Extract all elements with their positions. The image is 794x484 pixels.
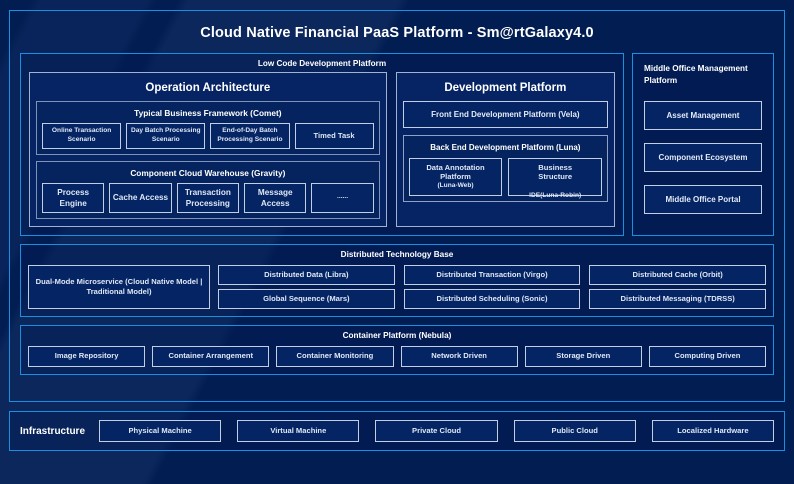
warehouse-item-more[interactable]: ...... — [311, 182, 374, 213]
distributed-technology-base-body: Dual-Mode Microservice (Cloud Native Mod… — [28, 264, 767, 309]
container-item-computing-driven[interactable]: Computing Driven — [648, 345, 767, 367]
distributed-columns: Distributed Data (Libra) Global Sequence… — [218, 264, 767, 309]
warehouse-item-cache-access[interactable]: Cache Access — [109, 182, 172, 213]
container-item-network-driven[interactable]: Network Driven — [400, 345, 518, 367]
container-platform-title: Container Platform (Nebula) — [342, 330, 452, 340]
business-structure-line1: Business — [538, 163, 573, 172]
data-annotation-line2: Platform — [440, 172, 471, 182]
framework-item-day-batch[interactable]: Day Batch Processing Scenario — [126, 123, 206, 149]
distributed-column-1: Distributed Data (Libra) Global Sequence… — [218, 264, 395, 309]
component-cloud-warehouse-title: Component Cloud Warehouse (Gravity) — [130, 167, 286, 178]
distributed-column-2: Distributed Transaction (Virgo) Distribu… — [403, 264, 581, 309]
infrastructure-panel: Infrastructure Physical Machine Virtual … — [9, 411, 785, 451]
container-item-container-arrangement[interactable]: Container Arrangement — [152, 345, 270, 367]
infrastructure-items: Physical Machine Virtual Machine Private… — [99, 420, 775, 442]
framework-item-end-of-day-batch[interactable]: End-of-Day Batch Processing Scenario — [210, 123, 290, 149]
middle-office-item-component-ecosystem[interactable]: Component Ecosystem — [644, 142, 762, 172]
infrastructure-item-physical-machine[interactable]: Physical Machine — [99, 420, 222, 442]
data-annotation-line3: (Luna-Web) — [437, 181, 474, 189]
middle-office-management-platform: Middle Office Management Platform Asset … — [632, 53, 774, 236]
framework-item-online-transaction[interactable]: Online Transaction Scenario — [42, 123, 122, 149]
distributed-technology-base-title: Distributed Technology Base — [340, 249, 454, 259]
back-end-development-platform-section: Back End Development Platform (Luna) Dat… — [402, 135, 608, 202]
component-cloud-warehouse-items: Process Engine Cache Access Transaction … — [42, 182, 374, 213]
warehouse-item-process-engine[interactable]: Process Engine — [42, 182, 105, 213]
distributed-item-distributed-cache[interactable]: Distributed Cache (Orbit) — [589, 264, 767, 285]
dual-mode-microservice-wrapper: Dual-Mode Microservice (Cloud Native Mod… — [28, 264, 210, 309]
main-platform-panel: Cloud Native Financial PaaS Platform - S… — [9, 10, 785, 402]
dual-mode-microservice-box[interactable]: Dual-Mode Microservice (Cloud Native Mod… — [28, 264, 210, 309]
middle-office-item-asset-management[interactable]: Asset Management — [644, 100, 762, 130]
middle-office-item-middle-office-portal[interactable]: Middle Office Portal — [644, 184, 762, 214]
component-cloud-warehouse-section: Component Cloud Warehouse (Gravity) Proc… — [36, 160, 380, 219]
distributed-item-distributed-transaction[interactable]: Distributed Transaction (Virgo) — [403, 264, 581, 285]
infrastructure-item-private-cloud[interactable]: Private Cloud — [375, 420, 498, 442]
distributed-item-distributed-messaging[interactable]: Distributed Messaging (TDRSS) — [589, 288, 767, 309]
distributed-item-distributed-scheduling[interactable]: Distributed Scheduling (Sonic) — [403, 288, 581, 309]
framework-item-timed-task[interactable]: Timed Task — [294, 123, 374, 149]
operation-architecture-title: Operation Architecture — [145, 82, 271, 94]
front-end-development-platform[interactable]: Front End Development Platform (Vela) — [402, 101, 608, 128]
low-code-body: Operation Architecture Typical Business … — [29, 72, 615, 227]
operation-architecture-panel: Operation Architecture Typical Business … — [29, 72, 387, 227]
distributed-technology-base: Distributed Technology Base Dual-Mode Mi… — [20, 243, 774, 317]
container-item-container-monitoring[interactable]: Container Monitoring — [276, 345, 394, 367]
development-platform-title: Development Platform — [444, 82, 567, 94]
data-annotation-line1: Data Annotation — [426, 163, 485, 172]
development-platform-panel: Development Platform Front End Developme… — [395, 72, 615, 227]
warehouse-item-transaction-processing[interactable]: Transaction Processing — [176, 182, 240, 213]
distributed-item-global-sequence[interactable]: Global Sequence (Mars) — [218, 288, 395, 309]
distributed-column-3: Distributed Cache (Orbit) Distributed Me… — [589, 264, 767, 309]
page-title: Cloud Native Financial PaaS Platform - S… — [200, 25, 594, 41]
container-platform: Container Platform (Nebula) Image Reposi… — [20, 324, 774, 375]
typical-business-framework-title: Typical Business Framework (Comet) — [134, 108, 282, 118]
low-code-development-platform: Low Code Development Platform Operation … — [20, 53, 624, 236]
warehouse-item-message-access[interactable]: Message Access — [244, 182, 307, 213]
low-code-title: Low Code Development Platform — [257, 59, 387, 68]
back-end-items: Data Annotation Platform (Luna-Web) Busi… — [408, 158, 602, 199]
back-end-development-platform-title: Back End Development Platform (Luna) — [430, 143, 581, 152]
middle-office-title: Middle Office Management Platform — [644, 64, 748, 86]
infrastructure-item-public-cloud[interactable]: Public Cloud — [513, 420, 636, 442]
container-item-storage-driven[interactable]: Storage Driven — [524, 345, 642, 367]
back-end-item-business-structure-ide[interactable]: Business Structure IDE(Luna-Robin) — [508, 158, 602, 199]
typical-business-framework-section: Typical Business Framework (Comet) Onlin… — [36, 101, 380, 155]
business-structure-line3: IDE(Luna-Robin) — [529, 191, 582, 199]
business-structure-line2: Structure — [538, 172, 573, 182]
upper-row: Low Code Development Platform Operation … — [20, 53, 774, 236]
infrastructure-label: Infrastructure — [20, 425, 86, 437]
back-end-item-data-annotation-platform[interactable]: Data Annotation Platform (Luna-Web) — [408, 158, 503, 196]
infrastructure-item-localized-hardware[interactable]: Localized Hardware — [651, 420, 775, 442]
container-item-image-repository[interactable]: Image Repository — [28, 345, 146, 367]
distributed-item-distributed-data[interactable]: Distributed Data (Libra) — [218, 264, 395, 285]
typical-business-framework-items: Online Transaction Scenario Day Batch Pr… — [42, 123, 374, 149]
container-platform-items: Image Repository Container Arrangement C… — [28, 345, 767, 367]
infrastructure-item-virtual-machine[interactable]: Virtual Machine — [237, 420, 360, 442]
